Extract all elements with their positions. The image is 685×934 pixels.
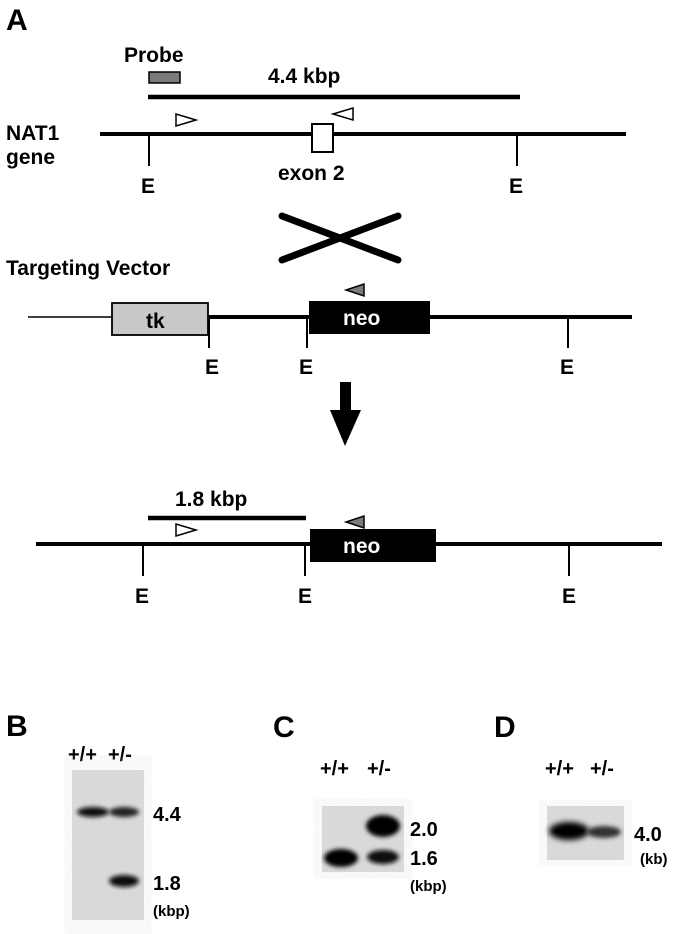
lane-label-wt: +/+	[320, 758, 349, 780]
exon-label: exon 2	[278, 162, 345, 185]
primer-forward-open	[175, 112, 199, 128]
band-label-1.6: 1.6	[410, 848, 438, 870]
panel-a: A Probe 4.4 kbp NAT1 gene exon 2 E E Tar…	[6, 4, 662, 608]
ecori-site-label: E	[141, 175, 155, 198]
panel-c: C +/+ +/- 2.0 1.6 (kbp)	[273, 711, 447, 895]
northern-blot-image	[547, 806, 624, 860]
mutant-fragment-label: 1.8 kbp	[175, 488, 247, 511]
tk-label: tk	[146, 310, 165, 333]
band-1.6-wt	[324, 849, 358, 867]
band-4.4-wt	[77, 807, 109, 817]
panel-c-letter: C	[273, 711, 295, 744]
recombination-cross	[278, 212, 402, 264]
band-4.4-het	[109, 807, 139, 817]
ecori-site-label: E	[560, 356, 574, 379]
band-4.0-het	[587, 826, 621, 838]
ecori-site-label: E	[205, 356, 219, 379]
ecori-site-label: E	[298, 585, 312, 608]
band-label-2.0: 2.0	[410, 819, 438, 841]
panel-b-letter: B	[6, 710, 28, 743]
neo-box-vector	[309, 301, 430, 334]
tk-box	[111, 302, 209, 336]
panel-d-letter: D	[494, 711, 516, 744]
primer-neo-reverse	[343, 282, 365, 298]
band-1.8-het	[109, 875, 139, 887]
probe-bar	[148, 71, 181, 84]
unit-label: (kbp)	[410, 878, 447, 895]
lane-label-het: +/-	[367, 758, 391, 780]
down-arrow-icon	[330, 382, 361, 446]
ecori-site-label: E	[135, 585, 149, 608]
ecori-site-label: E	[299, 356, 313, 379]
targeting-vector-label: Targeting Vector	[6, 257, 170, 280]
band-label-4.4: 4.4	[153, 804, 182, 826]
unit-label: (kb)	[640, 851, 668, 868]
probe-label: Probe	[124, 44, 184, 67]
pcr-gel-image	[322, 806, 404, 872]
panel-a-letter: A	[6, 4, 28, 37]
primer-forward-open	[175, 522, 199, 538]
gene-label-line1: NAT1	[6, 122, 60, 145]
gene-label-line2: gene	[6, 146, 55, 169]
band-label-1.8: 1.8	[153, 873, 181, 895]
unit-label: (kbp)	[153, 903, 190, 920]
band-label-4.0: 4.0	[634, 824, 662, 846]
lane-label-wt: +/+	[68, 744, 97, 766]
band-1.6-het	[367, 850, 399, 864]
band-4.0-wt	[549, 822, 589, 840]
lane-label-het: +/-	[108, 744, 132, 766]
southern-blot-image	[72, 770, 144, 920]
neo-box-allele	[310, 529, 436, 562]
band-2.0-het	[366, 815, 400, 837]
panel-d: D +/+ +/- 4.0 (kb)	[494, 711, 668, 868]
wt-fragment-label: 4.4 kbp	[268, 65, 340, 88]
primer-reverse-open	[330, 106, 354, 122]
panel-b: B +/+ +/- 4.4 1.8 (kbp)	[6, 710, 190, 920]
primer-neo-reverse	[343, 514, 365, 530]
lane-label-wt: +/+	[545, 758, 574, 780]
lane-label-het: +/-	[590, 758, 614, 780]
neo-label-vector: neo	[343, 307, 380, 330]
exon-2-box	[311, 123, 334, 153]
ecori-site-label: E	[562, 585, 576, 608]
ecori-site-label: E	[509, 175, 523, 198]
neo-label-allele: neo	[343, 535, 380, 558]
